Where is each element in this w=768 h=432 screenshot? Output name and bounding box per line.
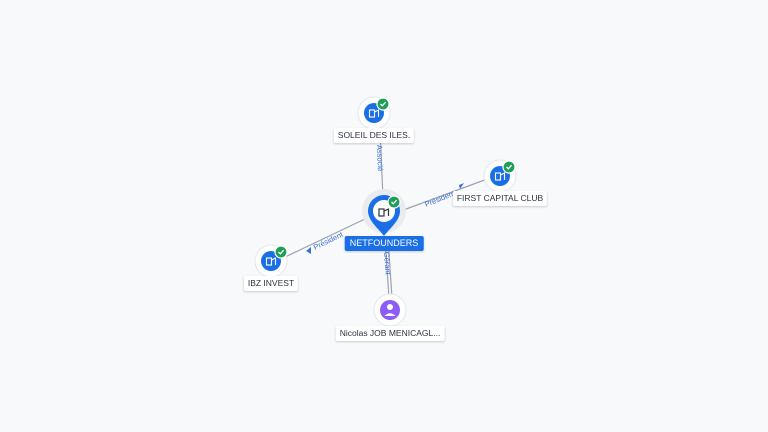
node-label-nicolas[interactable]: Nicolas JOB MENICAGL...: [335, 326, 445, 341]
building-icon: [378, 208, 390, 217]
verified-check-icon: [502, 160, 516, 174]
node-label-soleil[interactable]: SOLEIL DES ILES.: [333, 128, 415, 143]
arrowhead-ibz: [306, 247, 311, 254]
edge-label-ibz: Président: [312, 229, 345, 251]
edge-first-capital: [397, 177, 491, 213]
verified-check-icon: [274, 245, 288, 259]
node-nicolas[interactable]: [373, 293, 407, 327]
node-soleil[interactable]: [357, 96, 391, 130]
node-first-capital[interactable]: [483, 159, 517, 193]
verified-check-icon: [387, 195, 401, 209]
verified-check-icon: [376, 97, 390, 111]
edge-ibz: [282, 217, 368, 259]
building-icon: [494, 172, 506, 181]
person-icon: [384, 304, 396, 316]
building-icon: [265, 257, 277, 266]
node-label-ibz[interactable]: IBZ INVEST: [243, 276, 299, 291]
edge-label-soleil: Associé: [375, 145, 385, 172]
node-ibz[interactable]: [254, 244, 288, 278]
arrowhead-first-capital: [459, 183, 464, 189]
building-icon: [368, 109, 380, 118]
node-label-first-capital[interactable]: FIRST CAPITAL CLUB: [452, 191, 548, 206]
edge-label-nicolas: Gérant: [382, 252, 393, 276]
node-label-netfounders[interactable]: NETFOUNDERS: [344, 236, 424, 251]
node-netfounders[interactable]: [362, 189, 406, 236]
